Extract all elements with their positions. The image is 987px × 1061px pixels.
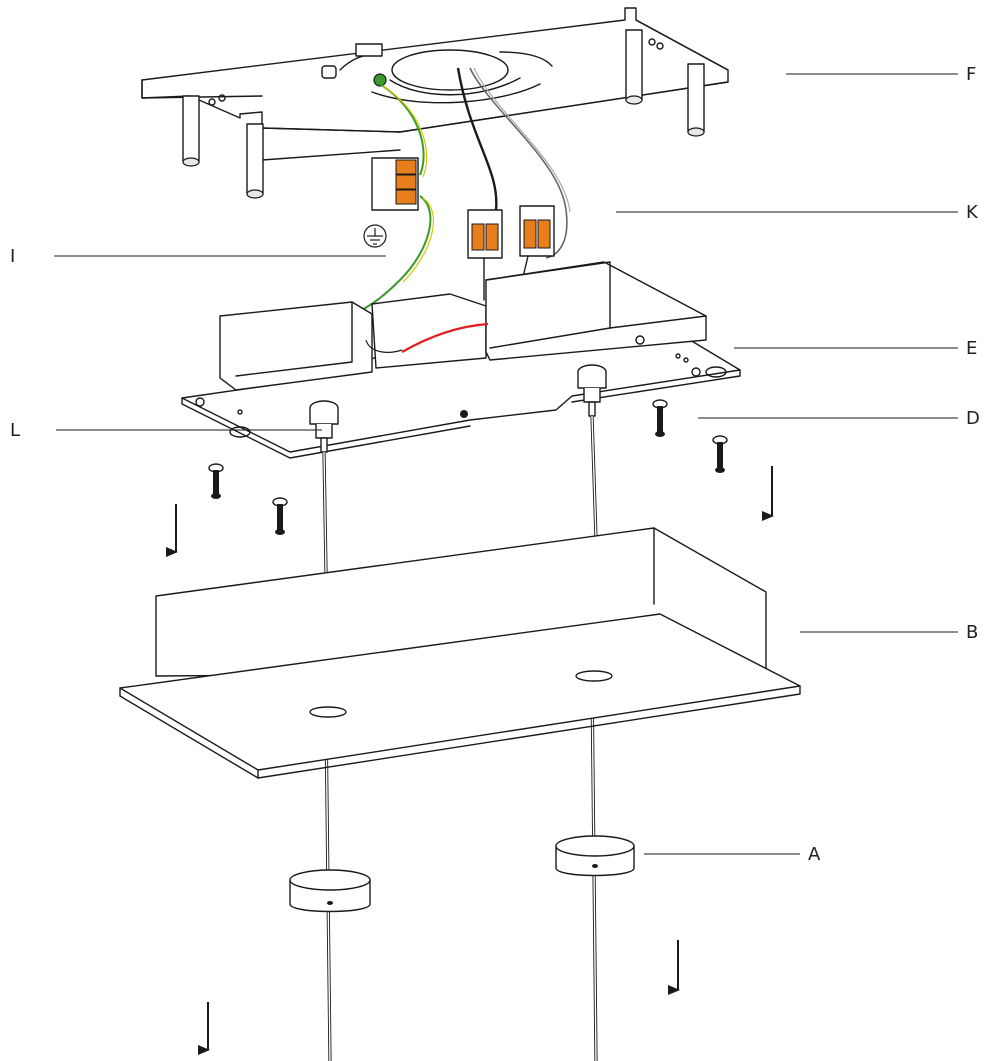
- cable-stopper-right: [555, 835, 635, 877]
- fixing-screws: [208, 399, 728, 535]
- cable-gripper-left: [309, 400, 339, 453]
- screw-1: [208, 463, 224, 499]
- up-arrow-icons: [166, 466, 774, 1055]
- screw-2: [272, 497, 288, 535]
- mains-connectors: [467, 205, 555, 301]
- canopy: [119, 527, 801, 779]
- callout-e: E: [966, 338, 977, 359]
- terminal-block-earth: [371, 157, 419, 211]
- callout-l: L: [10, 420, 20, 441]
- screw-4: [712, 435, 728, 473]
- callout-d: D: [966, 408, 980, 429]
- cable-stopper-left: [289, 869, 371, 913]
- callout-b: B: [966, 622, 978, 643]
- callout-labels: F K I E L D B A: [10, 64, 980, 865]
- mains-cables: [456, 67, 571, 259]
- leader-lines: [54, 73, 958, 855]
- earth-ground-symbol-icon: [363, 224, 387, 248]
- screw-3: [652, 399, 668, 437]
- gear-tray: [181, 261, 741, 459]
- callout-i: I: [10, 246, 15, 267]
- bracket-posts: [182, 29, 705, 199]
- cable-gripper-right: [577, 364, 607, 417]
- callout-k: K: [966, 202, 979, 223]
- mounting-bracket: [141, 7, 729, 199]
- callout-a: A: [808, 844, 821, 865]
- callout-f: F: [966, 64, 976, 85]
